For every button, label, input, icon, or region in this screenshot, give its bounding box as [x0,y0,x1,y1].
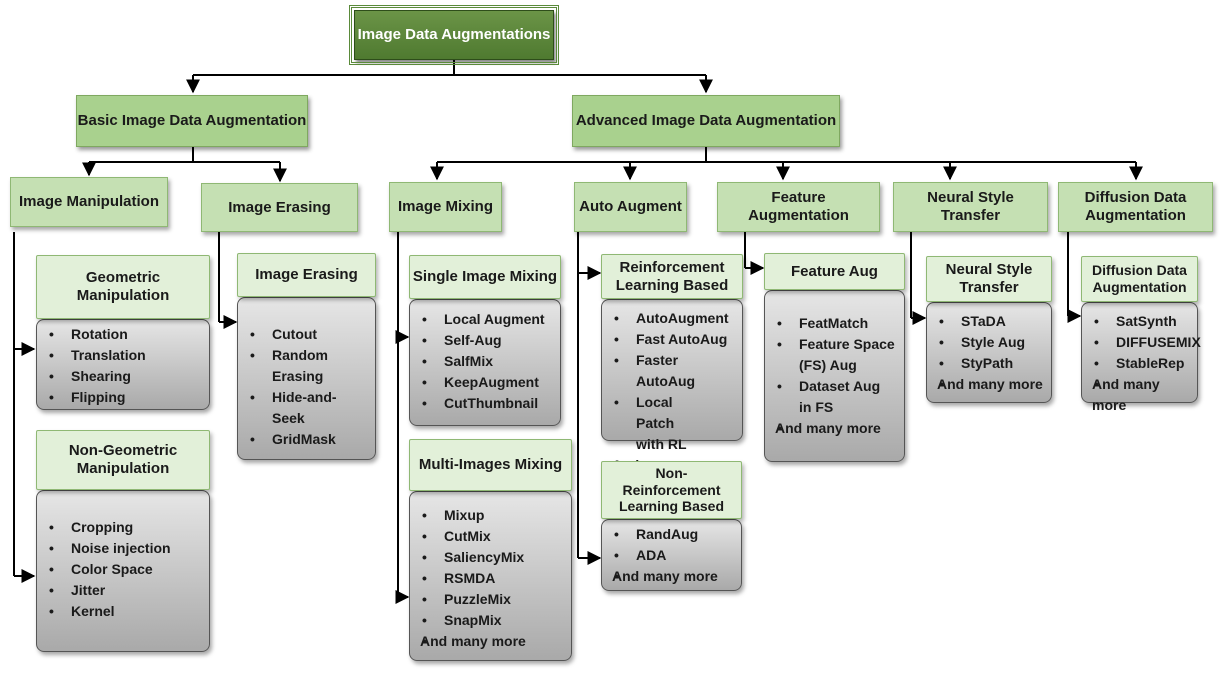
list-item: Flipping [47,387,201,408]
list-item: CutMix [420,526,563,547]
list-item: FeatMatch [775,313,896,334]
geometric-manipulation-list: Rotation Translation Shearing Flipping [36,319,210,410]
list-item: Noise injection [47,538,201,559]
list-item: Local Patch with RL [612,392,734,455]
non-reinforcement-learning-node: Non-Reinforcement Learning Based [601,461,742,519]
list-item: Style Aug [937,332,1043,353]
list-item: Jitter [47,580,201,601]
feature-aug-items: FeatMatch Feature Space (FS) Aug Dataset… [775,313,896,439]
list-item: PuzzleMix [420,589,563,610]
list-item: Local Augment [420,309,552,330]
feature-aug-list: FeatMatch Feature Space (FS) Aug Dataset… [764,290,905,462]
neural-style-transfer-node: Neural Style Transfer [893,182,1048,232]
list-item: RandAug [612,524,733,545]
list-item: KeepAugment [420,372,552,393]
neural-style-transfer-items: STaDA Style Aug StyPath And many more [937,311,1043,395]
list-item: Cutout [248,324,367,345]
list-more: And many more [420,631,563,652]
non-geometric-manipulation-list: Cropping Noise injection Color Space Jit… [36,490,210,652]
list-item: Translation [47,345,201,366]
image-erasing-list: Cutout Random Erasing Hide-and-Seek Grid… [237,297,376,460]
multi-images-mixing-node: Multi-Images Mixing [409,439,572,491]
list-item: SatSynth [1092,311,1189,332]
reinforcement-learning-node: Reinforcement Learning Based [601,254,743,299]
root-node: Image Data Augmentations [349,5,559,65]
geometric-manipulation-node: Geometric Manipulation [36,255,210,319]
list-more: And many more [775,418,896,439]
list-item: Faster AutoAug [612,350,734,392]
image-erasing-items: Cutout Random Erasing Hide-and-Seek Grid… [248,324,367,450]
feature-augmentation-node: Feature Augmentation [717,182,880,232]
list-item: Shearing [47,366,201,387]
image-manipulation-node: Image Manipulation [10,177,168,227]
list-item: StyPath [937,353,1043,374]
geometric-items: Rotation Translation Shearing Flipping [47,324,201,408]
list-more: And many more [612,566,733,587]
list-item: Fast AutoAug [612,329,734,350]
multi-images-mixing-list: Mixup CutMix SaliencyMix RSMDA PuzzleMix… [409,491,572,661]
neural-style-transfer-sub-node: Neural Style Transfer [926,256,1052,302]
list-item: Feature Space (FS) Aug [775,334,896,376]
list-item: Hide-and-Seek [248,387,367,429]
diffusion-augmentation-sub-node: Diffusion Data Augmentation [1081,256,1198,302]
list-item: Self-Aug [420,330,552,351]
list-more: And many more [937,374,1043,395]
list-item: StableRep [1092,353,1189,374]
list-item: Mixup [420,505,563,526]
advanced-augmentation-node: Advanced Image Data Augmentation [572,95,840,147]
list-item: AutoAugment [612,308,734,329]
neural-style-transfer-list: STaDA Style Aug StyPath And many more [926,302,1052,403]
list-item: DIFFUSEMIX [1092,332,1201,353]
list-item: ADA [612,545,733,566]
list-item: CutThumbnail [420,393,552,414]
feature-aug-node: Feature Aug [764,253,905,290]
diffusion-augmentation-list: SatSynth DIFFUSEMIX StableRep And many m… [1081,302,1201,413]
non-reinforcement-learning-items: RandAug ADA And many more [612,524,733,587]
list-item: SaliencyMix [420,547,563,568]
diffusion-augmentation-items: SatSynth DIFFUSEMIX StableRep And many m… [1092,311,1201,416]
list-item: Cropping [47,517,201,538]
single-image-mixing-list: Local Augment Self-Aug SalfMix KeepAugme… [409,299,561,426]
single-image-mixing-node: Single Image Mixing [409,255,561,299]
non-reinforcement-learning-list: RandAug ADA And many more [601,519,742,591]
image-erasing-node: Image Erasing [201,183,358,232]
non-geometric-manipulation-node: Non-Geometric Manipulation [36,430,210,490]
list-item: Dataset Aug in FS [775,376,896,418]
auto-augment-node: Auto Augment [574,182,687,232]
list-item: RSMDA [420,568,563,589]
list-more: And many more [1092,374,1189,416]
list-item: Random Erasing [248,345,367,387]
reinforcement-learning-items: AutoAugment Fast AutoAug Faster AutoAug … [612,308,734,476]
basic-augmentation-node: Basic Image Data Augmentation [76,95,308,147]
list-item: Kernel [47,601,201,622]
list-item: STaDA [937,311,1043,332]
list-item: SnapMix [420,610,563,631]
list-item: Color Space [47,559,201,580]
image-erasing-sub-node: Image Erasing [237,253,376,297]
list-item: Rotation [47,324,201,345]
multi-images-mixing-items: Mixup CutMix SaliencyMix RSMDA PuzzleMix… [420,505,563,652]
list-item: SalfMix [420,351,552,372]
reinforcement-learning-list: AutoAugment Fast AutoAug Faster AutoAug … [601,299,743,476]
list-item: GridMask [248,429,367,450]
image-mixing-node: Image Mixing [389,182,502,232]
single-image-mixing-items: Local Augment Self-Aug SalfMix KeepAugme… [420,309,552,414]
diffusion-augmentation-node: Diffusion Data Augmentation [1058,182,1213,232]
non-geometric-items: Cropping Noise injection Color Space Jit… [47,517,201,622]
